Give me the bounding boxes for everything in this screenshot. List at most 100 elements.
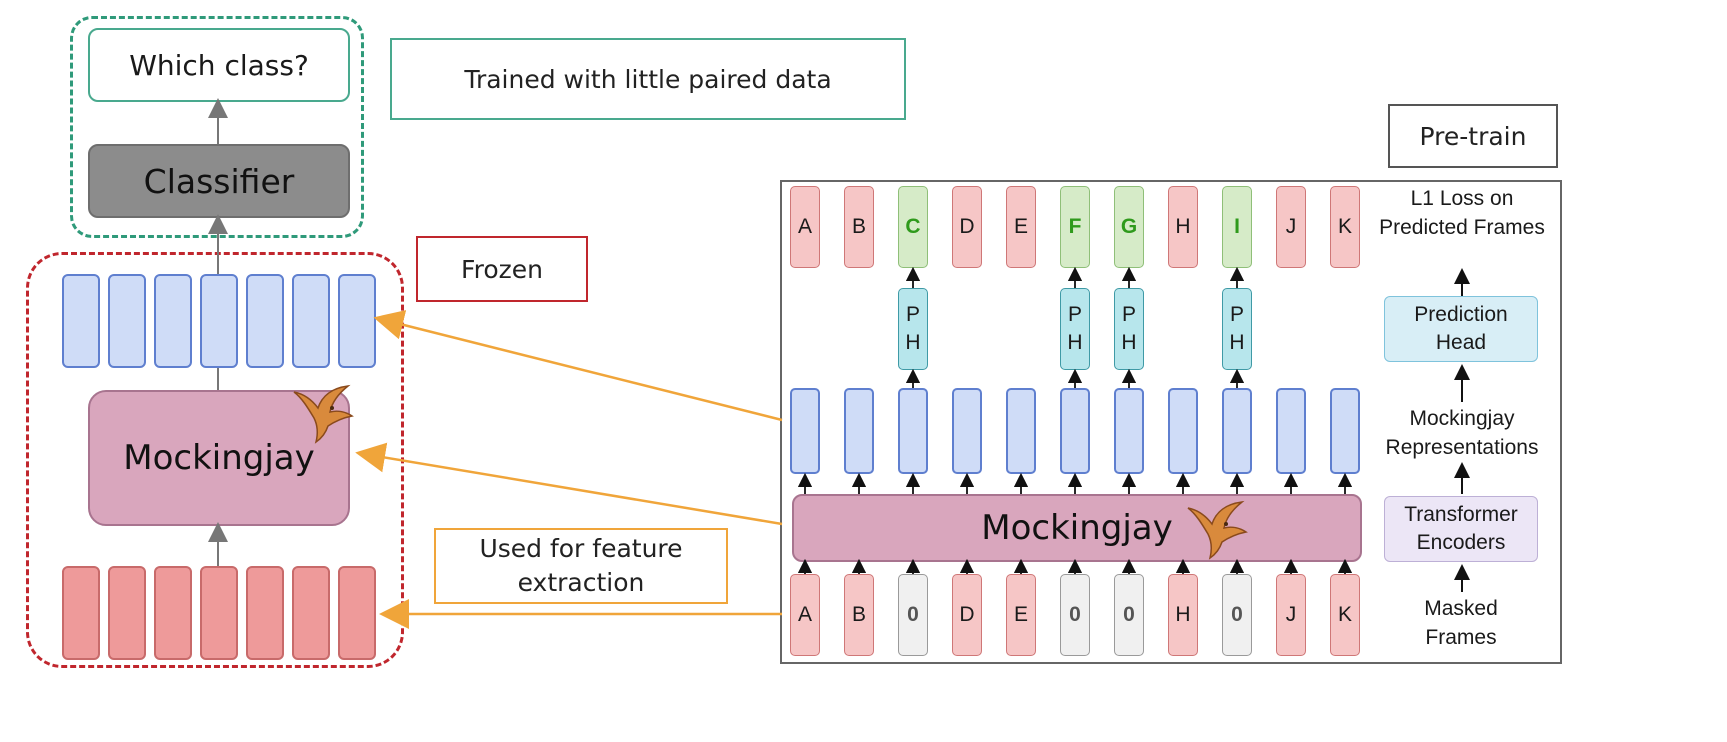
right-mockingjay-text: Mockingjay xyxy=(981,508,1173,548)
left-mockingjay-box: Mockingjay xyxy=(88,390,350,526)
trained-note-text: Trained with little paired data xyxy=(464,64,832,94)
masked-frame: 0 xyxy=(1060,574,1090,656)
left-input-frame xyxy=(338,566,376,660)
left-input-frame xyxy=(62,566,100,660)
masked-frame: 0 xyxy=(898,574,928,656)
left-input-frame xyxy=(292,566,330,660)
arrows-ph-to-frames xyxy=(905,266,1245,288)
right-rep-vector xyxy=(844,388,874,474)
arrow-model-extraction xyxy=(355,442,783,526)
masked-frame: E xyxy=(1006,574,1036,656)
frame-label: K xyxy=(1337,215,1352,238)
loss-label: L1 Loss on Predicted Frames xyxy=(1372,184,1552,242)
masked-frames-row: A B 0 D E 0 0 H 0 J K xyxy=(790,574,1370,656)
arrows-masked-to-model xyxy=(797,558,1353,574)
ph-bottom: H xyxy=(905,331,921,354)
masked-frame: H xyxy=(1168,574,1198,656)
left-representations xyxy=(62,274,376,368)
left-rep-vector xyxy=(62,274,100,368)
frame-label: B xyxy=(851,215,866,238)
ph-top: P xyxy=(905,303,920,326)
frame-label: J xyxy=(1285,603,1297,626)
transformer-label-box: Transformer Encoders xyxy=(1384,496,1538,562)
frame-label: A xyxy=(797,215,812,238)
frame-label: G xyxy=(1120,215,1138,238)
masked-frame: J xyxy=(1276,574,1306,656)
ph-top: P xyxy=(1121,303,1136,326)
ph-bottom: H xyxy=(1121,331,1137,354)
left-rep-vector xyxy=(246,274,284,368)
frame-label: I xyxy=(1234,215,1240,238)
frame-label: B xyxy=(851,603,866,626)
frame-label: 0 xyxy=(1231,603,1243,626)
pretrain-title: Pre-train xyxy=(1388,104,1558,168)
frame-label: H xyxy=(1175,215,1191,238)
right-rep-vector xyxy=(1168,388,1198,474)
frame-label: 0 xyxy=(1069,603,1081,626)
predicted-frame: J xyxy=(1276,186,1306,268)
masked-frame: A xyxy=(790,574,820,656)
arrows-reps-to-ph xyxy=(905,368,1245,388)
transformer-label-text: Transformer Encoders xyxy=(1404,503,1518,554)
frame-label: H xyxy=(1175,603,1191,626)
which-class-text: Which class? xyxy=(129,48,309,82)
left-input-frames xyxy=(62,566,376,660)
frozen-note-text: Frozen xyxy=(461,254,543,284)
masked-frame: B xyxy=(844,574,874,656)
left-input-frame xyxy=(200,566,238,660)
feature-note: Used for feature extraction xyxy=(434,528,728,604)
left-mockingjay-text: Mockingjay xyxy=(123,438,315,478)
frame-label: 0 xyxy=(1123,603,1135,626)
right-rep-vector xyxy=(1060,388,1090,474)
ph-bottom: H xyxy=(1067,331,1083,354)
trained-note: Trained with little paired data xyxy=(390,38,906,120)
predicted-frame: G xyxy=(1114,186,1144,268)
left-input-frame xyxy=(246,566,284,660)
predicted-frame: D xyxy=(952,186,982,268)
feature-note-text: Used for feature extraction xyxy=(479,534,683,597)
pretrain-title-text: Pre-train xyxy=(1419,121,1527,151)
masked-frame: D xyxy=(952,574,982,656)
masked-label: Masked Frames xyxy=(1396,594,1526,652)
frame-label: E xyxy=(1013,603,1028,626)
right-rep-vector xyxy=(1006,388,1036,474)
predicted-frame: A xyxy=(790,186,820,268)
frame-label: F xyxy=(1068,215,1082,238)
predicted-frame: I xyxy=(1222,186,1252,268)
classifier-text: Classifier xyxy=(143,161,295,201)
frame-label: 0 xyxy=(907,603,919,626)
ph-bottom: H xyxy=(1229,331,1245,354)
left-rep-vector xyxy=(108,274,146,368)
left-rep-vector xyxy=(200,274,238,368)
representations-label-text: Mockingjay Representations xyxy=(1385,407,1539,459)
left-rep-vector xyxy=(292,274,330,368)
right-rep-vector xyxy=(1276,388,1306,474)
representations-label: Mockingjay Representations xyxy=(1366,404,1558,462)
frame-label: E xyxy=(1013,215,1028,238)
predicted-frame: E xyxy=(1006,186,1036,268)
frame-label: C xyxy=(905,215,921,238)
frame-label: D xyxy=(959,215,975,238)
masked-label-text: Masked Frames xyxy=(1424,597,1498,649)
arrow-reps-extraction xyxy=(373,310,783,422)
ph-top: P xyxy=(1229,303,1244,326)
frozen-note: Frozen xyxy=(416,236,588,302)
right-rep-vector xyxy=(952,388,982,474)
masked-frame: K xyxy=(1330,574,1360,656)
frame-label: A xyxy=(797,603,812,626)
masked-frame: 0 xyxy=(1222,574,1252,656)
ph-top: P xyxy=(1067,303,1082,326)
predicted-frame: F xyxy=(1060,186,1090,268)
masked-frame: 0 xyxy=(1114,574,1144,656)
predicted-frame: K xyxy=(1330,186,1360,268)
left-input-frame xyxy=(108,566,146,660)
frame-label: K xyxy=(1337,603,1352,626)
right-mockingjay-box: Mockingjay xyxy=(792,494,1362,562)
predicted-frame: H xyxy=(1168,186,1198,268)
frame-label: D xyxy=(959,603,975,626)
